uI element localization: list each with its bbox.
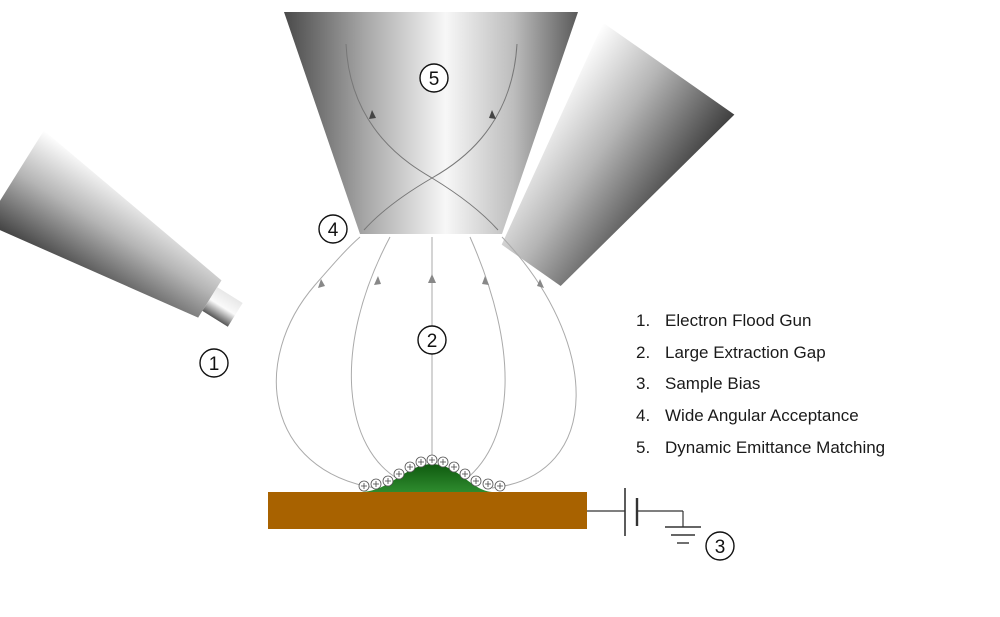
beam-arrows bbox=[369, 110, 496, 119]
svg-text:Large Extraction Gap: Large Extraction Gap bbox=[665, 343, 826, 362]
callout-extraction-gap: 2 bbox=[417, 325, 447, 355]
extraction-lens-cone bbox=[284, 12, 578, 234]
sample-mound bbox=[362, 464, 492, 492]
right-column-cone bbox=[501, 22, 735, 286]
svg-text:1.: 1. bbox=[636, 311, 650, 330]
legend-item-2: 2. Large Extraction Gap bbox=[636, 343, 826, 362]
field-line-arrows bbox=[318, 274, 544, 288]
svg-text:4: 4 bbox=[328, 220, 339, 241]
svg-text:Sample Bias: Sample Bias bbox=[665, 374, 760, 393]
crossover-beam-paths bbox=[345, 43, 518, 231]
legend-item-3: 3. Sample Bias bbox=[636, 374, 760, 393]
charge-plus-signs bbox=[361, 457, 503, 489]
legend-item-5: 5. Dynamic Emittance Matching bbox=[636, 438, 885, 457]
svg-text:1: 1 bbox=[209, 354, 220, 375]
svg-text:5.: 5. bbox=[636, 438, 650, 457]
bias-circuit bbox=[587, 488, 701, 544]
legend: 1. Electron Flood Gun 2. Large Extractio… bbox=[636, 311, 885, 457]
callout-emittance-matching: 5 bbox=[419, 63, 449, 93]
legend-item-1: 1. Electron Flood Gun bbox=[636, 311, 811, 330]
callout-sample-bias: 3 bbox=[705, 531, 735, 561]
svg-text:Electron Flood Gun: Electron Flood Gun bbox=[665, 311, 811, 330]
svg-text:5: 5 bbox=[429, 69, 440, 90]
callout-angular-acceptance: 4 bbox=[318, 214, 348, 244]
svg-text:Wide Angular Acceptance: Wide Angular Acceptance bbox=[665, 406, 859, 425]
svg-text:4.: 4. bbox=[636, 406, 650, 425]
svg-text:3: 3 bbox=[715, 537, 726, 558]
electron-flood-gun bbox=[0, 130, 243, 327]
sample-substrate bbox=[268, 492, 587, 529]
svg-text:2.: 2. bbox=[636, 343, 650, 362]
svg-text:3.: 3. bbox=[636, 374, 650, 393]
callout-flood-gun: 1 bbox=[199, 348, 229, 378]
legend-item-4: 4. Wide Angular Acceptance bbox=[636, 406, 859, 425]
svg-text:Dynamic Emittance Matching: Dynamic Emittance Matching bbox=[665, 438, 885, 457]
extraction-field-lines bbox=[275, 236, 577, 489]
svg-text:2: 2 bbox=[427, 331, 438, 352]
